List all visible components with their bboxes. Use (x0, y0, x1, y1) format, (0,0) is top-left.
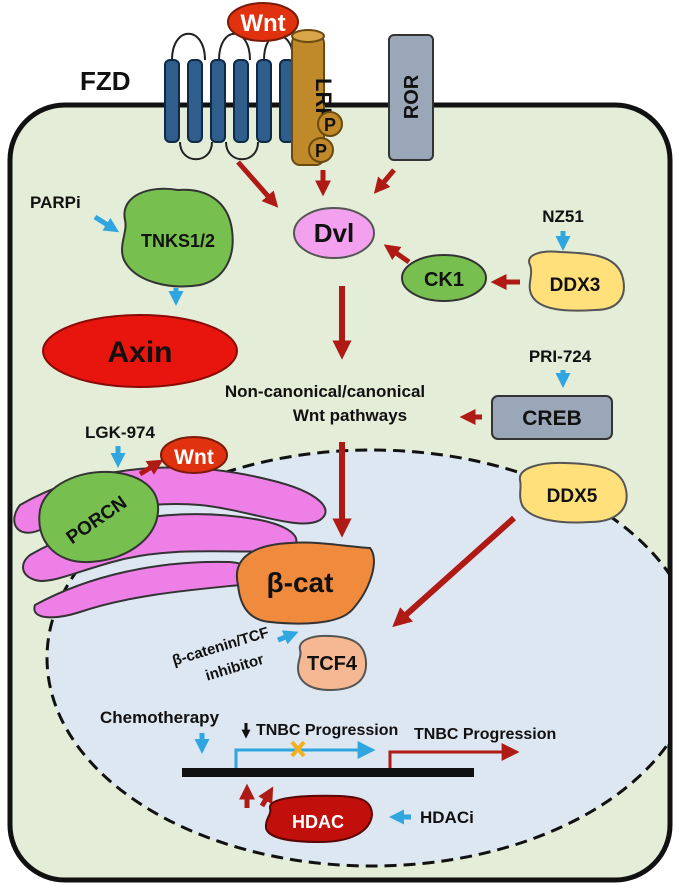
hdaci-label: HDACi (420, 808, 474, 827)
active-transcription-arrow (388, 743, 520, 768)
pathways-label-line2: Wnt pathways (293, 406, 407, 425)
phospho-label-1: P (324, 115, 336, 135)
ddx5-label: DDX5 (547, 486, 598, 507)
phospho-circle-1 (317, 111, 343, 137)
wnt-secreted: Wnt (160, 436, 228, 474)
ck1-label: CK1 (424, 269, 464, 291)
dvl-node: Dvl (293, 207, 375, 259)
ck1-node: CK1 (401, 254, 487, 302)
wnt-ligand-label: Wnt (240, 10, 285, 37)
arrow-ddx5-to-tcf4 (392, 515, 517, 628)
nucleus (45, 448, 668, 868)
fzd-transmembrane-helices (164, 59, 295, 143)
nz51-label: NZ51 (542, 207, 584, 226)
porcn-node: PORCN (38, 470, 160, 564)
wnt-ligand: Wnt (227, 2, 299, 42)
arrow-inhibitor-to-tcf4 (277, 630, 299, 645)
arrow-ror-to-dvl (373, 168, 396, 194)
tnbc-active-label: TNBC Progression (414, 726, 556, 743)
pri724-label: PRI-724 (529, 347, 592, 366)
fzd-receptor: FZD (80, 32, 295, 161)
ddx3-label: DDX3 (550, 275, 601, 296)
hdac-label: HDAC (292, 812, 344, 832)
block-x-icon (290, 740, 306, 758)
ddx5-node: DDX5 (518, 461, 628, 524)
tnks-node: TNKS1/2 (121, 187, 234, 288)
axin-node: Axin (42, 314, 238, 388)
wnt-secreted-label: Wnt (174, 446, 214, 469)
tnbc-blocked-label: TNBC Progression (256, 722, 398, 739)
arrow-ck1-to-dvl (383, 244, 411, 265)
bcat-label: β-cat (267, 567, 334, 598)
lrp-coreceptor: LRP P P (291, 29, 343, 166)
dna-strand (182, 768, 474, 777)
tcf4-node: TCF4 (296, 634, 368, 692)
tnks-label: TNKS1/2 (141, 231, 215, 251)
parpi-label: PARPi (30, 193, 81, 212)
axin-label: Axin (107, 336, 172, 369)
arrow-hdac-to-dna-2 (258, 786, 274, 808)
arrow-fzd-to-dvl (236, 160, 279, 208)
chemotherapy-label: Chemotherapy (100, 708, 220, 727)
beta-catenin-node: β-cat (235, 541, 375, 625)
creb-label: CREB (522, 407, 582, 430)
arrow-parpi-to-tnks (93, 214, 120, 233)
creb-node: CREB (491, 395, 613, 440)
ror-receptor: ROR (388, 34, 434, 161)
blocked-transcription-arrow (234, 741, 376, 768)
dvl-label: Dvl (314, 218, 354, 248)
fzd-label: FZD (80, 66, 131, 96)
lgk974-label: LGK-974 (85, 423, 155, 442)
phospho-circle-2 (308, 137, 334, 163)
hdac-node: HDAC (264, 794, 374, 844)
arrow-porcn-to-wnt (138, 459, 164, 477)
ror-label: ROR (401, 74, 423, 119)
pathways-label-line1: Non-canonical/canonical (225, 382, 425, 401)
tcf4-label: TCF4 (307, 653, 358, 675)
phospho-label-2: P (315, 141, 327, 161)
ddx3-node: DDX3 (528, 250, 625, 312)
